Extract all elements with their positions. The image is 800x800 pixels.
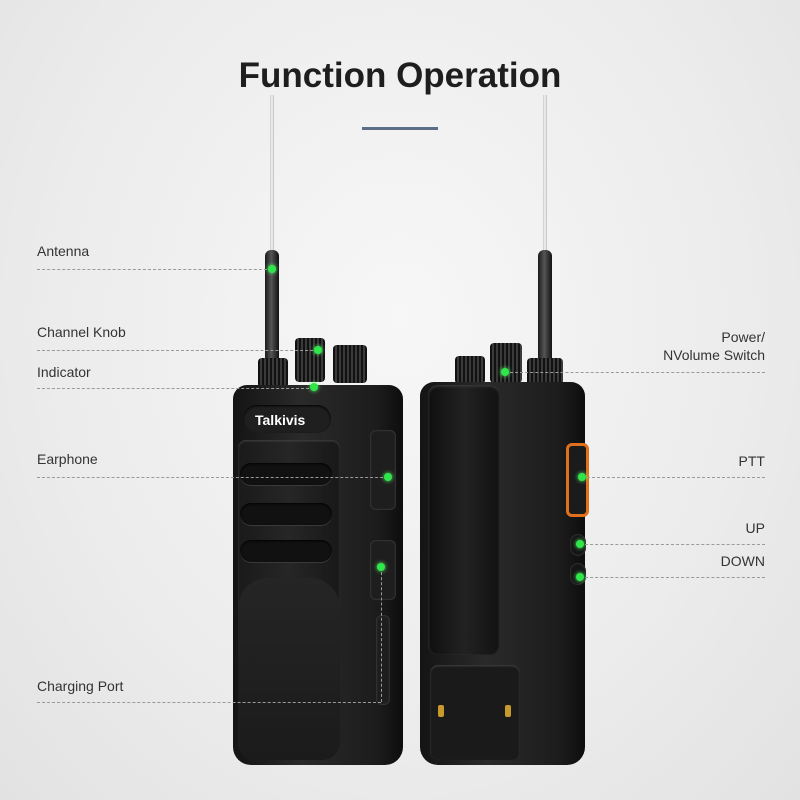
callout-ptt-dot bbox=[578, 473, 586, 481]
callout-charging-port-dot bbox=[377, 563, 385, 571]
callout-power-volume-dot bbox=[501, 368, 509, 376]
callout-charging-port-label: Charging Port bbox=[37, 678, 124, 694]
callout-power-volume-line2: NVolume Switch bbox=[663, 347, 765, 363]
callout-earphone-line bbox=[37, 477, 388, 478]
antenna-collar bbox=[258, 358, 288, 388]
callout-power-volume-line1: Power/ bbox=[721, 329, 765, 345]
callout-earphone-dot bbox=[384, 473, 392, 481]
title-underline bbox=[362, 127, 438, 130]
callout-ptt-line bbox=[582, 477, 765, 478]
antenna-whip bbox=[270, 95, 274, 265]
callout-down-label: DOWN bbox=[720, 553, 765, 569]
callout-power-volume-label: Power/ NVolume Switch bbox=[663, 328, 765, 364]
earphone-cover[interactable] bbox=[370, 430, 396, 510]
antenna-base bbox=[265, 250, 279, 360]
callout-indicator-dot bbox=[310, 383, 318, 391]
callout-up-dot bbox=[576, 540, 584, 548]
belt-clip bbox=[428, 385, 500, 655]
speaker-grille bbox=[240, 503, 332, 525]
channel-knob[interactable] bbox=[455, 356, 485, 384]
callout-power-volume-line bbox=[505, 372, 765, 373]
speaker-grille bbox=[240, 463, 332, 485]
charging-port-cover[interactable] bbox=[376, 615, 390, 705]
callout-antenna-line bbox=[37, 269, 272, 270]
callout-indicator-line bbox=[37, 388, 314, 389]
callout-channel-knob-line bbox=[37, 350, 318, 351]
logo-plate bbox=[243, 405, 331, 433]
callout-down-line bbox=[580, 577, 765, 578]
callout-charging-port-vline bbox=[381, 567, 382, 702]
callout-up-line bbox=[580, 544, 765, 545]
power-volume-knob[interactable] bbox=[490, 343, 522, 383]
callout-down-dot bbox=[576, 573, 584, 581]
page-title: Function Operation bbox=[238, 56, 562, 95]
volume-knob[interactable] bbox=[333, 345, 367, 383]
channel-knob[interactable] bbox=[295, 338, 325, 382]
callout-ptt-label: PTT bbox=[738, 453, 765, 469]
callout-charging-port-line bbox=[37, 702, 381, 703]
callout-channel-knob-label: Channel Knob bbox=[37, 324, 126, 340]
callout-indicator-label: Indicator bbox=[37, 364, 91, 380]
ptt-button[interactable] bbox=[566, 443, 589, 517]
brand-logo: Talkivis bbox=[255, 412, 306, 428]
callout-up-label: UP bbox=[745, 520, 765, 536]
battery-contact bbox=[438, 705, 444, 717]
antenna-base bbox=[538, 250, 552, 360]
battery-contact bbox=[505, 705, 511, 717]
callout-antenna-dot bbox=[268, 265, 276, 273]
callout-antenna-label: Antenna bbox=[37, 243, 90, 259]
callout-earphone-label: Earphone bbox=[37, 451, 98, 467]
antenna-whip bbox=[543, 95, 547, 265]
battery-cover bbox=[238, 578, 340, 760]
callout-channel-knob-dot bbox=[314, 346, 322, 354]
speaker-grille bbox=[240, 540, 332, 562]
